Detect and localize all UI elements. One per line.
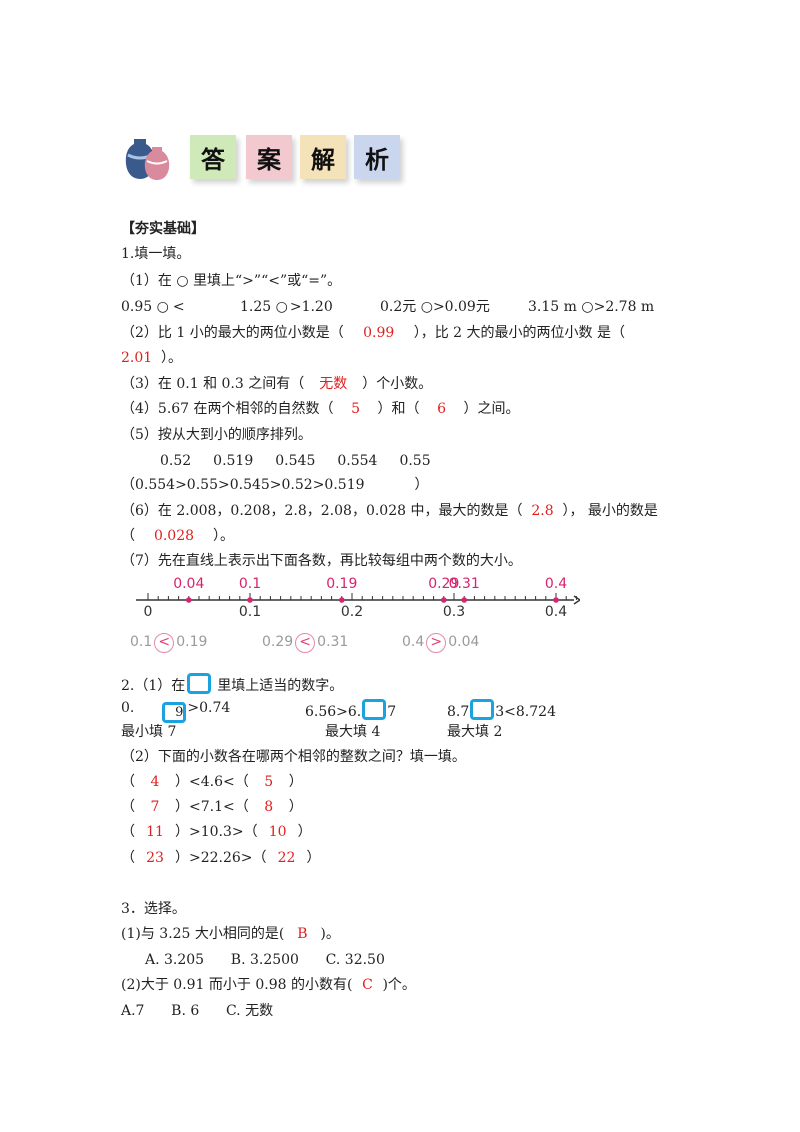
q1-title: 1.填一填。 <box>121 246 191 262</box>
compare-sign-1: < <box>154 633 175 653</box>
q1-p1-item-2: 1.25 ○>1.20 <box>240 299 333 315</box>
q3-s2: (2)大于 0.91 而小于 0.98 的小数有(C)个。 <box>121 977 416 993</box>
banner-tile-4: 析 <box>354 135 400 179</box>
q1-p1-item-4: 3.15 m ○>2.78 m <box>528 299 655 315</box>
number-line-point <box>553 597 559 603</box>
number-line-point <box>441 597 447 603</box>
point-label: 0.31 <box>449 576 480 592</box>
q1-p6: （6）在 2.008，0.208，2.8，2.08，0.028 中，最大的数是（… <box>121 503 658 519</box>
q2-note-1: 最小填 7 <box>121 724 177 740</box>
q1-p2-line: （2）比 1 小的最大的两位小数是（0.99），比 2 大的最小的两位小数 是（ <box>121 325 625 341</box>
answer-banner: 答 案 解 析 <box>122 131 422 187</box>
banner-tile-2: 案 <box>246 135 292 179</box>
point-label: 0.04 <box>173 576 204 592</box>
q2-row-3: （11）>10.3>（10） <box>121 824 312 840</box>
number-line-point <box>461 597 468 603</box>
tick-label: 0.2 <box>341 604 363 620</box>
q2-note-2: 最大填 4 <box>325 724 381 740</box>
q1-p2-line2: 2.01）。 <box>121 350 182 366</box>
q2-item-1-box: 9 <box>162 702 187 723</box>
q2-note-3: 最大填 2 <box>447 724 503 740</box>
tick-label: 0.3 <box>443 604 465 620</box>
number-line-point <box>339 597 345 603</box>
q2-row-1: （4）<4.6<（5） <box>121 774 303 790</box>
q1-p1-item-1: 0.95 ○< <box>121 299 185 315</box>
blank-box-icon <box>187 673 212 694</box>
tick-label: 0.4 <box>545 604 567 620</box>
q1-p6-line2: （0.028）。 <box>121 528 234 544</box>
q1-p1-item-3: 0.2元 ○>0.09元 <box>380 299 490 315</box>
banner-tile-1: 答 <box>190 135 236 179</box>
point-label: 0.4 <box>545 576 567 592</box>
q1-p7-instruction: （7）先在直线上表示出下面各数，再比较每组中两个数的大小。 <box>121 553 522 569</box>
q2-row-2: （7）<7.1<（8） <box>121 799 303 815</box>
tick-label: 0.1 <box>239 604 261 620</box>
tick-label: 0 <box>144 604 153 620</box>
q3-s2-options: A.7 B. 6 C. 无数 <box>121 1003 274 1019</box>
q1-p4: （4）5.67 在两个相邻的自然数（5）和（6）之间。 <box>121 401 520 417</box>
q2-item-1: 0.9>0.74 <box>121 699 230 723</box>
compare-group-3: 0.4>0.04 <box>402 633 479 653</box>
q2-title: 2.（1）在里填上适当的数字。 <box>121 673 343 695</box>
section-title: 【夯实基础】 <box>121 221 205 237</box>
banner-tile-3: 解 <box>300 135 346 179</box>
point-label: 0.29 <box>428 576 459 592</box>
point-label: 0.1 <box>239 576 261 592</box>
number-line: 0 0.1 0.2 0.3 0.4 0.04 0.1 0.19 0.290.31 0.4 <box>136 576 580 620</box>
q2-item-2: 6.56>6.7 <box>305 699 396 721</box>
number-line-point <box>247 597 253 603</box>
q3-s1: (1)与 3.25 大小相同的是(B)。 <box>121 926 340 942</box>
q3-s1-options: A. 3.205 B. 3.2500 C. 32.50 <box>145 952 385 968</box>
q1-p5-answer: （0.554>0.55>0.545>0.52>0.519） <box>121 477 429 493</box>
q2-row-4: （23）>22.26>（22） <box>121 850 321 866</box>
number-line-point <box>186 597 192 603</box>
q1-p5-instruction: （5）按从大到小的顺序排列。 <box>121 427 312 443</box>
compare-sign-2: < <box>295 633 316 653</box>
q2-p2-instruction: （2）下面的小数各在哪两个相邻的整数之间？填一填。 <box>121 749 466 765</box>
q2-item-3-box <box>470 699 495 720</box>
vase-icon <box>125 139 170 180</box>
q1-p1-instruction: （1）在 ○ 里填上“>”“<”或“=”。 <box>121 273 342 289</box>
number-line-arrow <box>573 595 580 605</box>
q3-title: 3．选择。 <box>121 901 186 917</box>
q1-p3: （3）在 0.1 和 0.3 之间有（无数）个小数。 <box>121 376 433 392</box>
compare-group-1: 0.1<0.19 <box>130 633 207 653</box>
q2-item-2-box <box>362 699 387 720</box>
compare-sign-3: > <box>426 633 447 653</box>
point-label: 0.19 <box>326 576 357 592</box>
compare-group-2: 0.29<0.31 <box>262 633 348 653</box>
